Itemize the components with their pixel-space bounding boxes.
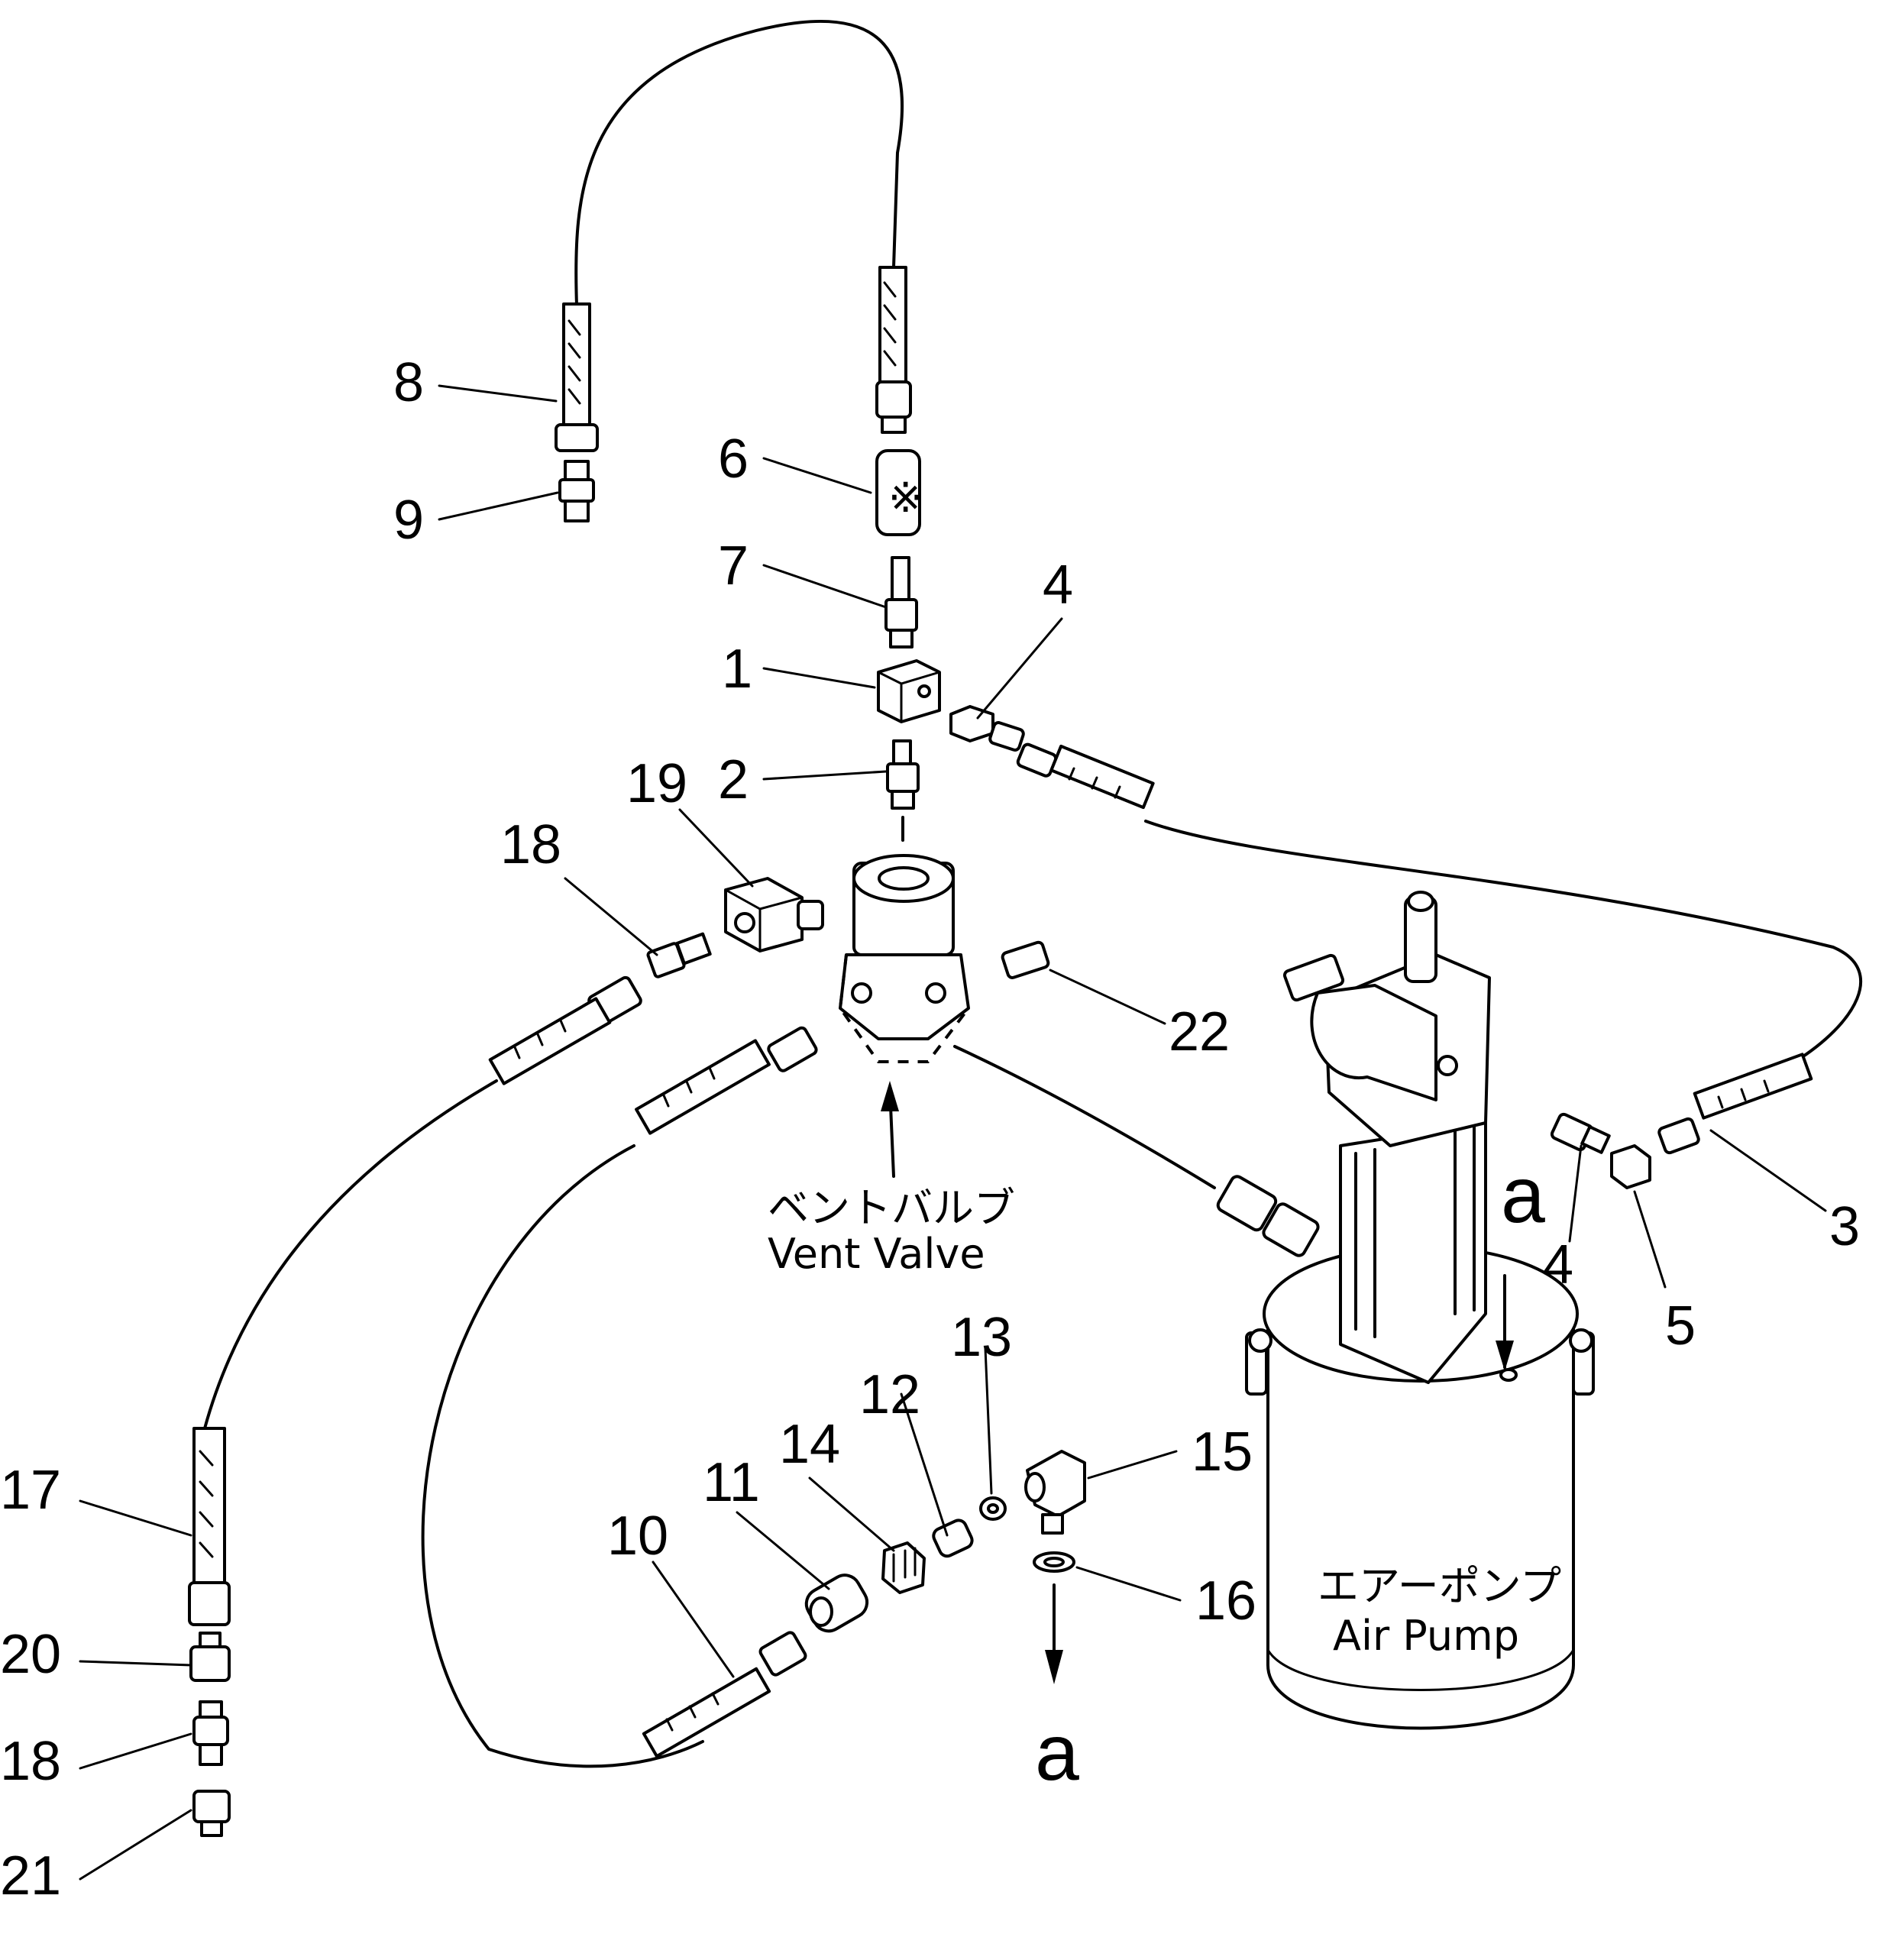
part-5-cap [1610,1144,1651,1189]
part-4-adapter-upper [949,705,1025,752]
hose-lines [203,19,1863,1768]
air-pump-caption: エアーポンプ Air Pump [1318,1562,1561,1660]
part-7-nipple [884,556,918,648]
label-14: 14 [779,1414,840,1475]
arrow-to-a-pump [1496,1274,1518,1382]
part-20-adapter [189,1632,231,1682]
part-number-labels: 8 9 6 7 1 2 19 18 4 22 3 4 5 15 16 13 12… [0,352,1860,1907]
reference-mark-a-upper: a [1501,1151,1545,1240]
part-4-hose-end-upper [1016,742,1155,810]
label-3: 3 [1829,1196,1860,1257]
label-18-lower: 18 [0,1731,61,1792]
label-21: 21 [0,1845,61,1907]
air-pump-body [1216,891,1595,1730]
part-11-sleeve [804,1573,869,1633]
part-18-adapter-lower [192,1700,229,1766]
reference-mark-a-lower: a [1035,1709,1079,1797]
label-9: 9 [393,490,424,551]
part-16-washer [1033,1551,1075,1573]
part-10-hose-end [642,1631,807,1758]
part-15-elbow [1024,1450,1086,1535]
leader-lines [79,384,1827,1881]
vent-valve-body [838,854,970,1063]
label-7: 7 [718,535,749,597]
label-2: 2 [718,749,749,810]
label-1: 1 [722,639,752,700]
label-4-upper: 4 [1043,555,1073,616]
part-17-hose [188,1427,231,1626]
label-18-upper: 18 [500,814,561,875]
label-12: 12 [859,1364,920,1425]
label-5: 5 [1665,1295,1696,1357]
label-22: 22 [1169,1001,1230,1062]
part-14-nut [881,1541,926,1594]
vent-valve-label-en: Vent Valve [768,1230,985,1278]
label-4-lower: 4 [1543,1234,1573,1295]
part-3-hose-end [1657,1053,1813,1155]
label-10: 10 [607,1506,668,1567]
label-6: 6 [718,429,749,490]
air-pump-label-en: Air Pump [1333,1612,1519,1660]
label-19: 19 [626,753,687,814]
label-20: 20 [0,1624,61,1685]
label-13: 13 [951,1307,1012,1368]
part-8-hose [555,302,599,452]
part-6-check-valve: ※ [875,449,923,536]
part-9-fitting [558,460,595,522]
part-19-block [724,877,824,953]
label-16: 16 [1195,1570,1256,1632]
part-13-washer [979,1496,1007,1521]
svg-text:※: ※ [888,474,923,522]
part-12-insert [932,1519,974,1558]
part-4-adapter-lower [1550,1112,1611,1154]
part-18-adapter-upper [646,932,712,978]
part-21-cap [192,1790,231,1837]
arrow-to-a-lower [1045,1583,1063,1684]
air-pump-label-jp: エアーポンプ [1318,1562,1561,1610]
label-15: 15 [1192,1421,1253,1483]
hose-end-middle [635,1026,818,1135]
label-11: 11 [703,1452,760,1513]
label-8: 8 [393,352,424,413]
part-1-block [877,659,941,723]
label-17: 17 [0,1460,61,1521]
vent-valve-label-jp: ベントバルブ [768,1184,1015,1232]
part-2-nipple [886,739,920,842]
part-22-plug [1001,940,1050,979]
reference-marks: a a [1035,1151,1545,1797]
vent-valve-caption: ベントバルブ Vent Valve [768,1184,1015,1278]
part-6-hose-end [875,266,912,434]
hose-end-left [488,975,642,1085]
